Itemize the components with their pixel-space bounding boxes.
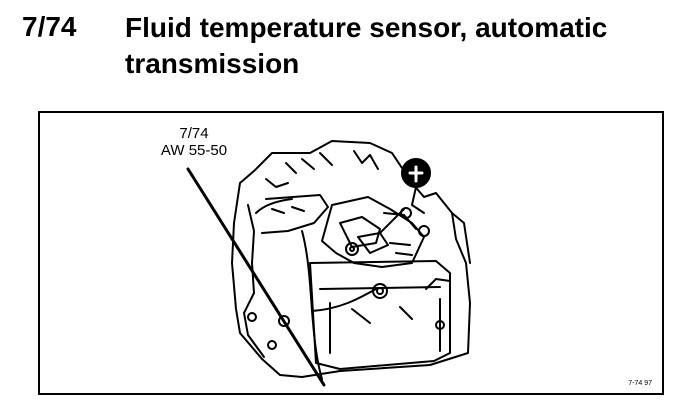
section-code: 7/74 bbox=[22, 11, 77, 42]
callout-line-2: AW 55-50 bbox=[160, 142, 228, 159]
page-title: Fluid temperature sensor, automatic tran… bbox=[125, 10, 685, 82]
callout-label: 7/74 AW 55-50 bbox=[134, 125, 254, 159]
housing-outline bbox=[231, 140, 471, 378]
oil-pan bbox=[309, 260, 451, 370]
callout-leader bbox=[186, 167, 326, 387]
bell-housing bbox=[243, 204, 265, 358]
title-line-1: Fluid temperature sensor, automatic bbox=[125, 12, 608, 43]
transmission-figure: 7/74 AW 55-50 7-74 97 bbox=[38, 111, 664, 395]
figure-code: 7-74 97 bbox=[628, 380, 652, 387]
selector-lever bbox=[357, 232, 389, 254]
valve-body bbox=[321, 196, 425, 268]
transmission-illustration bbox=[186, 140, 471, 387]
callout-line-1: 7/74 bbox=[179, 125, 209, 142]
title-line-2: transmission bbox=[125, 48, 300, 79]
page-heading: 7/74 Fluid temperature sensor, automatic… bbox=[0, 0, 688, 92]
